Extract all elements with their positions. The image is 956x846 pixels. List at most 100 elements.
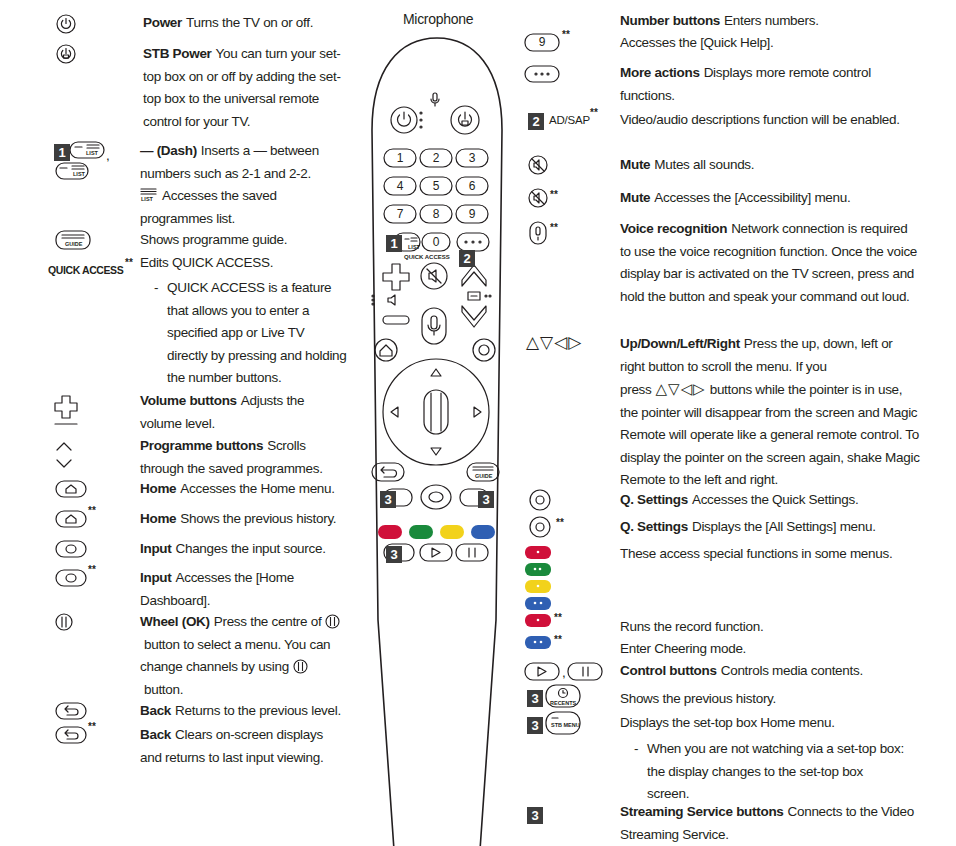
list-icon xyxy=(141,193,156,194)
text-block: Number buttonsEnters numbers. xyxy=(620,10,920,33)
footnote-mark: ** xyxy=(550,189,558,200)
remote-number-buttons xyxy=(384,149,489,251)
button-text: LIST xyxy=(73,171,85,177)
button-digit: 3 xyxy=(469,151,476,165)
more-actions-icon xyxy=(535,73,537,75)
dash-list-icon xyxy=(87,147,99,148)
text-block: 4 xyxy=(384,177,416,195)
programme-icon xyxy=(57,443,71,467)
remote-mute-button xyxy=(421,263,447,289)
input-icon xyxy=(66,545,76,553)
item-title: More actions xyxy=(620,65,700,80)
text-block: 8 xyxy=(420,205,452,223)
wheel-icon xyxy=(65,617,66,627)
remote-power-button xyxy=(420,119,422,121)
remote-programme-buttons xyxy=(462,265,491,327)
more-actions-icon xyxy=(541,73,543,75)
text-block: GUIDE xyxy=(65,241,82,247)
text-block: LIST xyxy=(86,150,98,156)
description-text: Enter Cheering mode. xyxy=(620,641,746,656)
text-block: 3 xyxy=(380,489,396,512)
remote-media-buttons xyxy=(432,548,440,557)
text-block: Shows the previous history. xyxy=(620,688,920,711)
item-title: Programme buttons xyxy=(140,438,263,453)
remote-number-buttons xyxy=(465,241,467,243)
remote-programme-buttons xyxy=(468,292,480,300)
settings-icon xyxy=(530,517,550,537)
arrow-symbols: △▽◁▷ xyxy=(526,333,582,352)
text-block: BackReturns to the previous level. xyxy=(140,700,345,723)
text-block: 9 xyxy=(525,33,559,51)
remote-stb-power-button xyxy=(451,106,479,134)
text-block: 3 xyxy=(386,544,402,567)
back-icon xyxy=(56,727,86,743)
remote-home-button xyxy=(375,339,397,361)
description-text: Accesses the saved programmes list. xyxy=(140,188,277,226)
item-title: Streaming Service buttons xyxy=(620,804,784,819)
guide-icon xyxy=(62,234,84,235)
description-text: QUICK ACCESS is a feature that allows yo… xyxy=(167,280,347,385)
remote-programme-buttons xyxy=(462,306,486,327)
colour-buttons xyxy=(525,636,551,649)
footnote-mark: ** xyxy=(590,107,598,118)
remote-colour-buttons xyxy=(378,525,402,539)
text-block: ** xyxy=(88,506,96,516)
remote-volume-buttons xyxy=(372,264,409,324)
recents-icon xyxy=(546,685,580,707)
dash-list-icon xyxy=(70,142,104,158)
colour-buttons xyxy=(525,546,551,559)
button-text: STB MENU xyxy=(551,722,580,728)
mute-icon xyxy=(529,156,547,174)
callout-number: 3 xyxy=(386,546,402,563)
remote-back-button xyxy=(381,467,397,477)
colour-buttons xyxy=(525,597,551,610)
remote-volume-buttons xyxy=(383,316,409,324)
text-block: LIST xyxy=(141,196,153,202)
dash-list-icon xyxy=(87,144,99,145)
remote-number-buttons xyxy=(457,233,489,251)
remote-stb-power-button xyxy=(451,106,479,134)
remote-wheel xyxy=(430,393,431,431)
remote-microphone xyxy=(431,93,439,106)
text-block: BackClears on-screen displays and return… xyxy=(140,724,345,769)
item-title: Mute xyxy=(620,190,650,205)
remote-mic-button xyxy=(428,325,440,331)
remote-number-buttons xyxy=(479,241,481,243)
settings-icon xyxy=(536,523,544,531)
description-text: Shows the previous history. xyxy=(180,511,336,526)
callout-number: 3 xyxy=(527,690,543,707)
text-block: PowerTurns the TV on or off. xyxy=(143,12,343,35)
text-block: InputChanges the input source. xyxy=(140,538,345,561)
input-icon xyxy=(56,570,86,586)
item-title: Home xyxy=(140,511,176,526)
list-icon xyxy=(141,188,156,189)
description-text: - xyxy=(154,280,158,295)
description-text: Displays the [All Settings] menu. xyxy=(692,519,876,534)
remote-guide-button xyxy=(473,469,493,470)
settings-icon xyxy=(536,496,544,504)
remote-number-buttons xyxy=(411,240,417,241)
description-text: Accesses the [Quick Help]. xyxy=(620,35,774,50)
remote-guide-button xyxy=(467,463,499,481)
remote-power-button xyxy=(420,126,422,128)
wheel-icon xyxy=(293,659,308,674)
text-block: QUICK ACCESS is a feature that allows yo… xyxy=(167,277,347,390)
footnote-mark: ** xyxy=(562,29,570,40)
power-icon xyxy=(57,15,75,33)
button-digit: 1 xyxy=(397,151,404,165)
text-block: STB PowerYou can turn your set-top box o… xyxy=(143,43,343,133)
remote-programme-buttons xyxy=(485,295,487,297)
text-block: 3 xyxy=(527,688,543,711)
remote-home-button xyxy=(375,339,397,361)
callout-number: 3 xyxy=(527,807,543,824)
item-title: Voice recognition xyxy=(620,221,727,236)
callout-number: 1 xyxy=(386,235,402,252)
remote-volume-buttons xyxy=(372,303,374,305)
play-icon xyxy=(525,663,559,680)
text-block: ** xyxy=(590,108,598,118)
description-text: button. xyxy=(144,682,183,697)
remote-input-row xyxy=(429,492,443,502)
remote-microphone xyxy=(434,103,435,106)
item-title: Back xyxy=(140,727,171,742)
remote-wheel xyxy=(424,390,448,434)
